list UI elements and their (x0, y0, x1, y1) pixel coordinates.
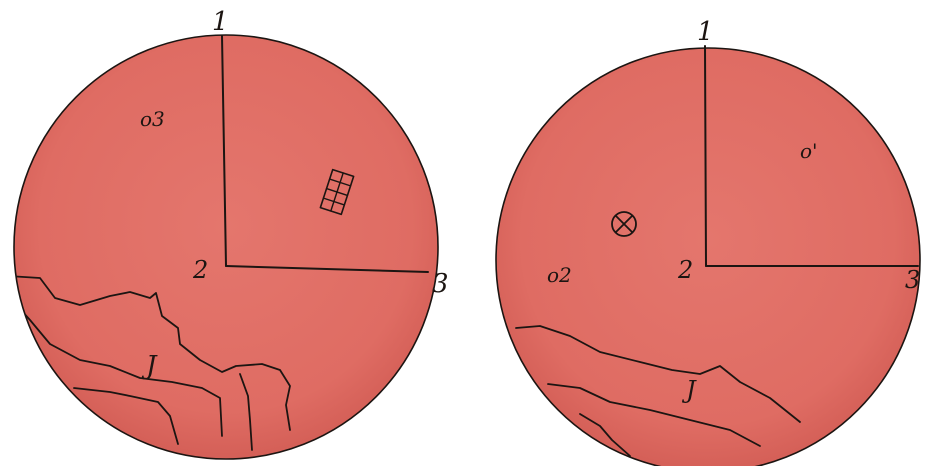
left-label-right: 3 (432, 269, 449, 299)
right-label-center: 2 (677, 256, 693, 284)
left-label-top: 1 (212, 7, 229, 37)
right-disc: 1 2 3 o' o2 J (496, 17, 920, 466)
right-label-right: 3 (905, 266, 920, 294)
left-label-center: 2 (192, 256, 208, 284)
left-mark-o3: o3 (140, 107, 165, 131)
right-axis-vertical (705, 46, 706, 266)
right-disc-body (496, 48, 920, 466)
right-label-top: 1 (697, 17, 714, 47)
right-mark-o1: o' (800, 139, 818, 163)
left-disc: 1 2 3 o3 J (8, 7, 449, 459)
right-mark-o2: o2 (547, 263, 572, 287)
